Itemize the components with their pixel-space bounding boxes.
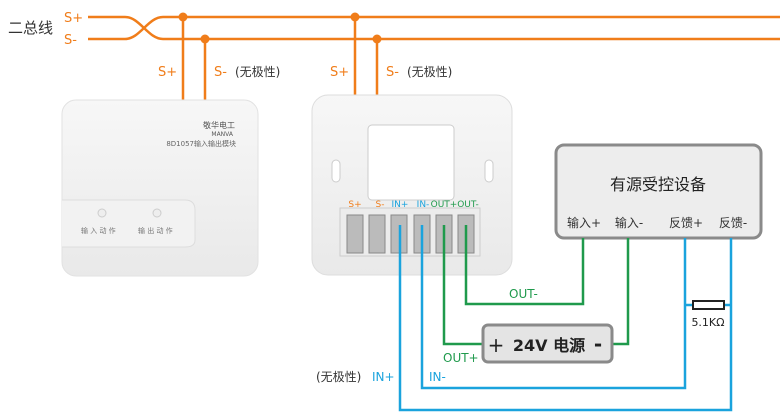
out-plus-wire bbox=[442, 225, 483, 346]
module-s-plus-label: S+ bbox=[158, 65, 177, 80]
out-minus-wire bbox=[464, 225, 585, 306]
device-port-feedback-minus: 反馈- bbox=[719, 216, 747, 230]
module-nonpolar-label: (无极性) bbox=[235, 65, 280, 79]
bus-s-minus-wire bbox=[88, 15, 780, 41]
output-action-label: 输 出 动 作 bbox=[138, 226, 173, 235]
junction-dots bbox=[178, 12, 382, 44]
in-minus-wire bbox=[420, 225, 687, 390]
power-minus: - bbox=[594, 332, 602, 356]
power-plus: + bbox=[488, 333, 505, 357]
out-minus-label: OUT- bbox=[509, 287, 538, 301]
terminal-s-plus: S+ bbox=[348, 200, 361, 210]
input-action-label: 输 入 动 作 bbox=[81, 226, 116, 235]
device-title: 有源受控设备 bbox=[610, 175, 706, 194]
in-nonpolar-label: (无极性) bbox=[316, 370, 361, 384]
power-label: 24V 电源 bbox=[513, 336, 585, 355]
bus-s-plus-label: S+ bbox=[64, 11, 83, 26]
device-port-input-minus: 输入- bbox=[615, 215, 643, 230]
device-port-feedback-plus: 反馈+ bbox=[669, 216, 703, 230]
module-bus-drops bbox=[181, 17, 207, 100]
in-plus-wire bbox=[398, 225, 733, 412]
base-nonpolar-label: (无极性) bbox=[407, 65, 452, 79]
terminal-in-minus: IN- bbox=[417, 200, 430, 210]
output-wires bbox=[442, 225, 630, 346]
io-module: 敬华电工 MANVA 8D1057输入输出模块 输 入 动 作 输 出 动 作 bbox=[61, 99, 259, 277]
input-led-icon bbox=[97, 208, 107, 218]
base-s-minus-label: S- bbox=[386, 65, 399, 80]
module-s-minus-label: S- bbox=[214, 65, 227, 80]
bus-s-minus-label: S- bbox=[64, 33, 77, 48]
bus-title: 二总线 bbox=[8, 19, 53, 37]
module-model: 8D1057输入输出模块 bbox=[166, 139, 236, 148]
output-led-icon bbox=[152, 208, 162, 218]
terminal-out-plus: OUT+ bbox=[431, 200, 458, 210]
power-minus-wire bbox=[612, 238, 630, 346]
terminal-in-plus: IN+ bbox=[392, 200, 409, 210]
controlled-device: 有源受控设备 输入+ 输入- 反馈+ 反馈- bbox=[554, 143, 763, 240]
terminal-s-minus: S- bbox=[376, 200, 385, 210]
terminal-out-minus: OUT- bbox=[457, 200, 479, 210]
power-supply: + 24V 电源 - bbox=[481, 323, 614, 364]
in-plus-label: IN+ bbox=[372, 370, 395, 384]
base-plate: S+ S- IN+ IN- OUT+ OUT- bbox=[311, 94, 513, 276]
module-brand: 敬华电工 bbox=[203, 120, 235, 130]
input-wires bbox=[398, 225, 733, 412]
base-s-plus-label: S+ bbox=[330, 65, 349, 80]
bus-s-plus-wire bbox=[88, 15, 780, 41]
resistor-label: 5.1KΩ bbox=[691, 316, 724, 329]
out-plus-label: OUT+ bbox=[443, 351, 479, 365]
resistor-icon bbox=[692, 300, 725, 310]
in-minus-label: IN- bbox=[429, 370, 446, 384]
device-port-input-plus: 输入+ bbox=[567, 215, 601, 230]
module-brand-en: MANVA bbox=[211, 131, 233, 138]
